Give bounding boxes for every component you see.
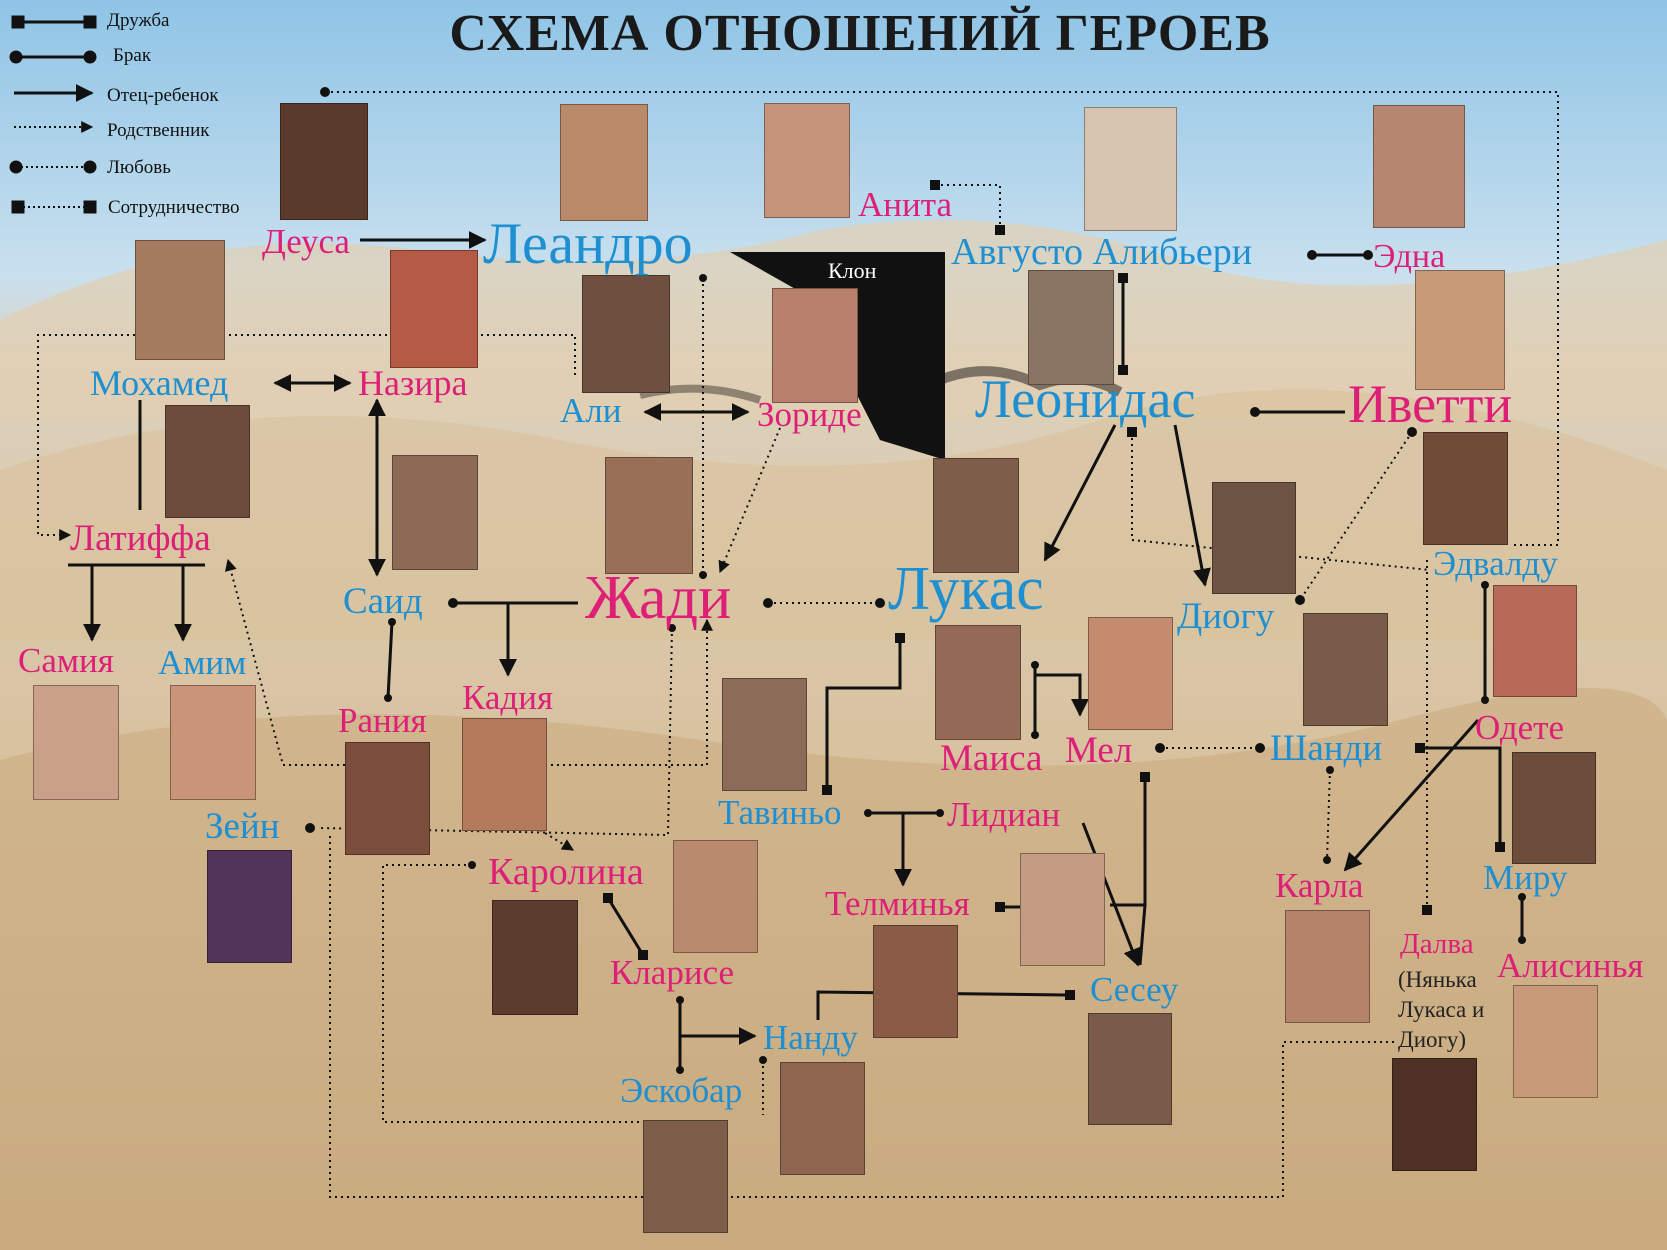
photo-raniya <box>345 742 430 855</box>
photo-kadiya <box>462 718 547 831</box>
photo-sesey <box>1088 1013 1172 1125</box>
photo-miru <box>1512 752 1596 864</box>
clone-label: Клон <box>828 258 877 283</box>
legend-friendship: Дружба <box>107 10 170 31</box>
dalva-note: (Нянька Лукаса и Диогу) <box>1398 967 1485 1052</box>
name-latiffa: Латиффа <box>70 518 211 559</box>
name-samiya: Самия <box>18 641 114 680</box>
name-shandi: Шанди <box>1270 728 1383 769</box>
name-anita: Анита <box>858 185 952 224</box>
photo-lidian <box>1020 853 1105 966</box>
name-ivetti: Иветти <box>1348 374 1513 434</box>
photo-ali <box>582 275 670 393</box>
photo-odete <box>1493 585 1577 697</box>
name-augusto: Августо Алибьери <box>951 231 1253 273</box>
photo-telminya <box>873 925 958 1038</box>
photo-zoride <box>772 288 858 403</box>
name-karla: Карла <box>1275 866 1364 905</box>
photo-edna <box>1373 105 1465 228</box>
photo-karla <box>1285 910 1370 1023</box>
photo-lukas <box>933 458 1019 573</box>
name-alisinya: Алисинья <box>1497 946 1644 985</box>
name-karolina: Каролина <box>488 851 644 893</box>
photo-shandi <box>1303 613 1388 726</box>
page-title: СХЕМА ОТНОШЕНИЙ ГЕРОЕВ <box>449 5 1271 62</box>
name-telminya: Телминья <box>825 884 970 923</box>
name-zhadi: Жади <box>585 564 732 632</box>
name-lukas: Лукас <box>888 555 1044 623</box>
photo-ivetti <box>1415 270 1505 390</box>
name-miru: Миру <box>1483 858 1568 897</box>
legend-parent-child: Отец-ребенок <box>107 85 219 106</box>
photo-said <box>392 455 478 570</box>
legend-marriage: Брак <box>113 45 152 66</box>
name-said: Саид <box>343 581 423 622</box>
photo-deusa <box>280 103 368 220</box>
photo-edvaldu <box>1423 432 1508 545</box>
name-lidian: Лидиан <box>947 795 1061 834</box>
photo-karolina <box>492 900 578 1015</box>
name-amim: Амим <box>158 643 247 682</box>
name-eskobar: Эскобар <box>620 1071 743 1110</box>
legend-lines <box>9 15 97 214</box>
photo-alisinya <box>1513 985 1598 1098</box>
name-edvaldu: Эдвалду <box>1433 544 1558 583</box>
photo-eskobar <box>643 1120 728 1233</box>
name-zeyn: Зейн <box>205 806 280 847</box>
photo-augusto <box>1084 107 1177 231</box>
name-edna: Эдна <box>1373 238 1446 275</box>
photo-nandu <box>780 1062 865 1175</box>
name-sesey: Сесеу <box>1090 970 1179 1009</box>
photo-latiffa <box>165 405 250 518</box>
name-leandro: Леандро <box>483 211 693 276</box>
name-maisa: Маиса <box>940 738 1043 779</box>
name-kadiya: Кадия <box>462 678 554 717</box>
photo-klarise <box>673 840 758 953</box>
name-mokhamed: Мохамед <box>90 363 229 403</box>
legend-relative: Родственник <box>107 120 210 141</box>
name-raniya: Рания <box>338 701 427 740</box>
legend-cooperation: Сотрудничество <box>108 197 240 218</box>
name-diogu: Диогу <box>1177 596 1275 637</box>
photo-amim <box>170 685 256 800</box>
name-zoride: Зориде <box>757 395 862 434</box>
name-klarise: Кларисе <box>610 953 735 992</box>
name-tavinyo: Тавиньо <box>718 793 842 832</box>
photo-mel <box>1088 617 1173 730</box>
photo-leonidas <box>1028 270 1114 385</box>
name-mel: Мел <box>1065 730 1133 771</box>
photo-dalva <box>1392 1058 1477 1171</box>
photo-anita <box>764 103 850 218</box>
photo-samiya <box>33 685 119 800</box>
photo-zhadi <box>605 457 693 574</box>
name-nazira: Назира <box>358 363 468 403</box>
photo-leandro <box>560 104 648 221</box>
photo-mokhamed <box>135 240 225 360</box>
name-dalva: Далва <box>1400 928 1474 960</box>
name-ali: Али <box>560 391 622 430</box>
legend-love: Любовь <box>107 157 171 178</box>
photo-zeyn <box>207 850 292 963</box>
photo-maisa <box>935 625 1021 740</box>
name-leonidas: Леонидас <box>975 369 1196 429</box>
name-nandu: Нанду <box>763 1018 858 1057</box>
photo-nazira <box>390 250 478 368</box>
photo-diogu <box>1212 482 1296 594</box>
name-deusa: Деуса <box>262 222 350 261</box>
photo-tavinyo <box>722 678 807 791</box>
name-odete: Одете <box>1475 708 1564 747</box>
